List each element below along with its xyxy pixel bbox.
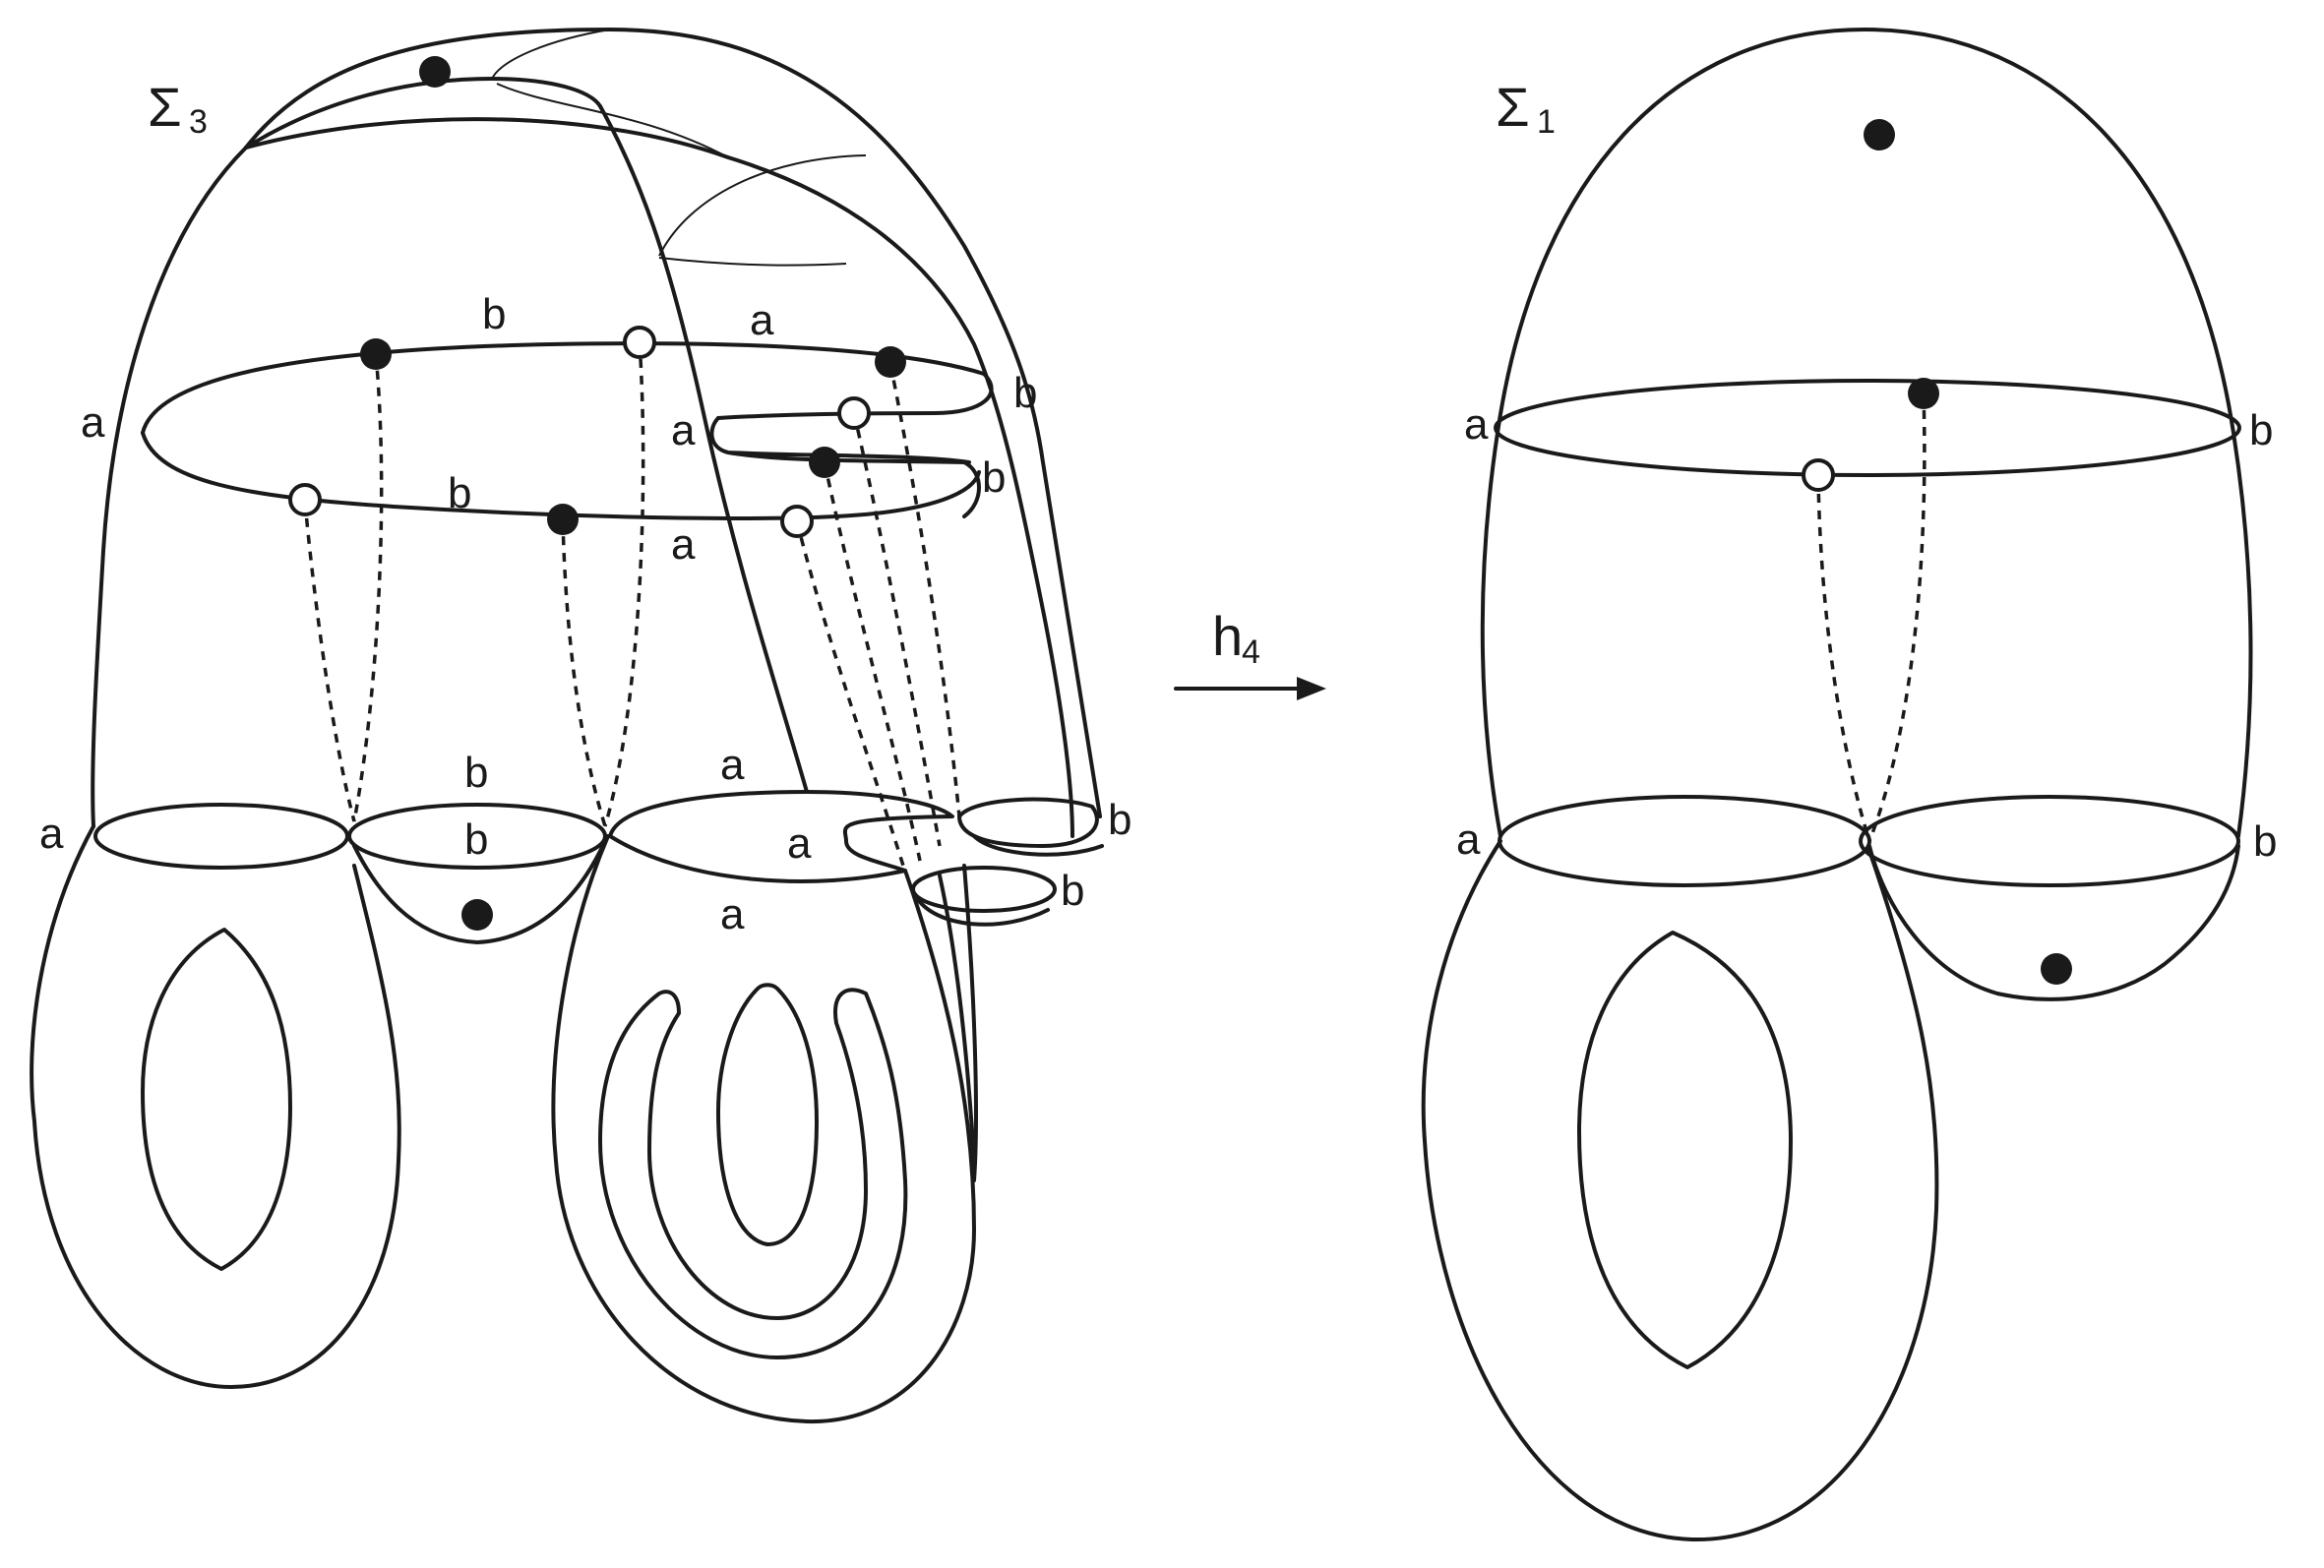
- right-dot-1: [1908, 378, 1939, 409]
- arch-mid: [244, 77, 602, 150]
- dash-2: [352, 353, 384, 822]
- right-label-1: b: [2249, 406, 2273, 454]
- left-circle-small-b2: [911, 866, 1057, 913]
- left-label-8: a: [39, 810, 64, 858]
- handle-strip-1: [598, 104, 809, 794]
- left-dot-open-2: [837, 396, 871, 430]
- dash-5: [795, 520, 905, 867]
- left-dot-top: [419, 56, 451, 88]
- left-label-2: a: [750, 296, 774, 344]
- arch-inner: [244, 117, 1074, 838]
- left-circle-small-b2-back: [913, 893, 1050, 927]
- left-lower-lobe: [30, 824, 401, 1389]
- left-label-11: a: [720, 741, 745, 789]
- handle-strip-2: [962, 864, 978, 1182]
- left-circle-small-b1-back: [972, 834, 1104, 857]
- right-circle-b: [1859, 795, 2240, 887]
- map-label-sub: 4: [1242, 633, 1260, 671]
- upper-circle-ab-front: [141, 431, 981, 520]
- arch-back-2: [496, 83, 729, 158]
- right-dome: [1480, 28, 2253, 838]
- right-dot-top: [1864, 119, 1895, 151]
- dash-1: [303, 501, 356, 822]
- map-arrow-h4: h 4: [1174, 605, 1326, 700]
- left-circle-big-a: [608, 790, 954, 883]
- left-dot-open-4: [780, 505, 814, 538]
- upper-circle-ab: [141, 341, 994, 435]
- left-right-lobe-outer: [551, 834, 976, 1424]
- left-label-5: b: [982, 453, 1006, 502]
- right-lower-lobe: [1421, 839, 1939, 1542]
- dash-4: [603, 341, 645, 827]
- left-label-12: a: [787, 819, 812, 868]
- left-outer-contour: [91, 146, 248, 828]
- left-dot-open-3: [288, 483, 322, 516]
- left-label-7: b: [448, 469, 471, 517]
- arch-back-3: [658, 154, 867, 257]
- left-label-6: a: [671, 520, 696, 569]
- left-dot-4: [547, 504, 579, 535]
- left-label-10: b: [464, 815, 488, 864]
- left-dot-1: [360, 338, 392, 370]
- arch-outer: [244, 28, 1102, 818]
- upper-fold-loop: [709, 416, 981, 518]
- right-dash-2: [1867, 392, 1926, 842]
- left-title-sub: 3: [189, 103, 208, 141]
- arch-back-4: [658, 257, 847, 267]
- left-dot-open-1: [623, 326, 656, 359]
- right-dash-1: [1816, 476, 1871, 842]
- dash-6: [823, 461, 922, 862]
- left-label-3: b: [1013, 369, 1037, 417]
- right-label-0: a: [1464, 400, 1489, 449]
- left-right-lobe-fold-1: [598, 988, 908, 1359]
- left-cap-b: [352, 839, 607, 944]
- map-label: h: [1212, 605, 1243, 667]
- left-dot-2: [875, 346, 906, 378]
- left-label-15: b: [1061, 867, 1084, 915]
- right-title: Σ: [1496, 76, 1530, 138]
- left-label-1: b: [482, 290, 506, 338]
- dash-8: [888, 363, 961, 817]
- arch-back-1: [491, 29, 611, 80]
- left-right-lobe-fold-2: [716, 983, 819, 1246]
- left-dot-cap: [461, 899, 493, 931]
- right-circle-a: [1498, 795, 1871, 887]
- left-circle-a: [93, 803, 349, 870]
- left-circle-b: [347, 803, 607, 870]
- right-title-sub: 1: [1537, 103, 1556, 141]
- left-lobe-hole: [141, 928, 292, 1271]
- left-label-14: b: [1108, 796, 1131, 844]
- left-surface-sigma3: Σ 3 a b a b a b a b a b b a a a b b: [30, 28, 1131, 1424]
- right-surface-sigma1: Σ 1 a b a b: [1421, 28, 2277, 1542]
- right-lobe-hole: [1577, 931, 1793, 1369]
- right-circle-ab: [1494, 379, 2241, 477]
- left-label-9: b: [464, 749, 488, 797]
- dash-3: [561, 518, 607, 827]
- handle-strip-3: [938, 874, 976, 1163]
- right-cap-b: [1867, 844, 2240, 1001]
- dash-7: [852, 412, 942, 847]
- left-title: Σ: [148, 76, 182, 138]
- right-dot-cap: [2041, 953, 2072, 985]
- left-label-4: a: [671, 406, 696, 454]
- left-label-13: a: [720, 890, 745, 938]
- right-dot-open-1: [1802, 458, 1835, 492]
- left-circle-small-b1: [957, 797, 1099, 848]
- arrow-head: [1297, 677, 1326, 700]
- right-label-3: b: [2253, 817, 2277, 866]
- left-label-0: a: [81, 398, 105, 447]
- left-dot-3: [809, 447, 840, 478]
- right-label-2: a: [1456, 815, 1481, 864]
